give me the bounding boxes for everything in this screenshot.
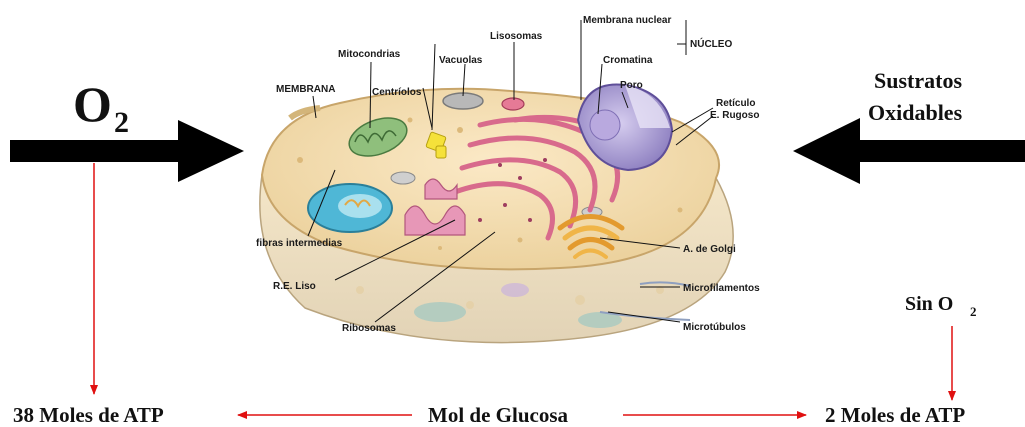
label-membrana-nuclear: Membrana nuclear <box>583 15 671 26</box>
label-fibras-intermedias: fibras intermedias <box>256 238 343 249</box>
label-centriolos: Centríolos <box>372 87 422 98</box>
label-ribosomas: Ribosomas <box>342 323 396 334</box>
label-e-rugoso: E. Rugoso <box>710 110 759 121</box>
label-golgi: A. de Golgi <box>683 244 736 255</box>
label-vacuolas: Vacuolas <box>439 55 483 66</box>
label-cromatina: Cromatina <box>603 55 653 66</box>
vesicle <box>414 302 466 322</box>
label-poro: Poro <box>620 80 643 91</box>
sin-o2-subscript: 2 <box>970 304 977 319</box>
label-reticulo: Retículo <box>716 98 755 109</box>
label-nucleo: NÚCLEO <box>690 37 732 50</box>
right-arrow-shape <box>793 118 1025 184</box>
result-38-atp: 38 Moles de ATP <box>13 403 164 427</box>
sin-o2-label: Sin O <box>905 293 953 315</box>
label-microtubulos: Microtúbulos <box>683 322 746 333</box>
result-2-atp: 2 Moles de ATP <box>825 403 965 427</box>
mol-de-glucosa: Mol de Glucosa <box>428 403 568 427</box>
label-membrana: MEMBRANA <box>276 84 335 95</box>
label-lisosomas: Lisosomas <box>490 31 543 42</box>
oxidables-label: Oxidables <box>868 100 963 125</box>
vacuole <box>391 172 415 184</box>
label-mitocondrias: Mitocondrias <box>338 49 401 60</box>
vesicle <box>501 283 529 297</box>
label-microfilamentos: Microfilamentos <box>683 283 760 294</box>
o2-label: O <box>73 76 112 132</box>
sustratos-label: Sustratos <box>874 68 962 93</box>
lysosome <box>502 98 524 110</box>
mitochondrion-lower <box>308 184 392 232</box>
cell-illustration <box>260 84 733 342</box>
o2-subscript: 2 <box>114 106 129 139</box>
label-re-liso: R.E. Liso <box>273 281 316 292</box>
